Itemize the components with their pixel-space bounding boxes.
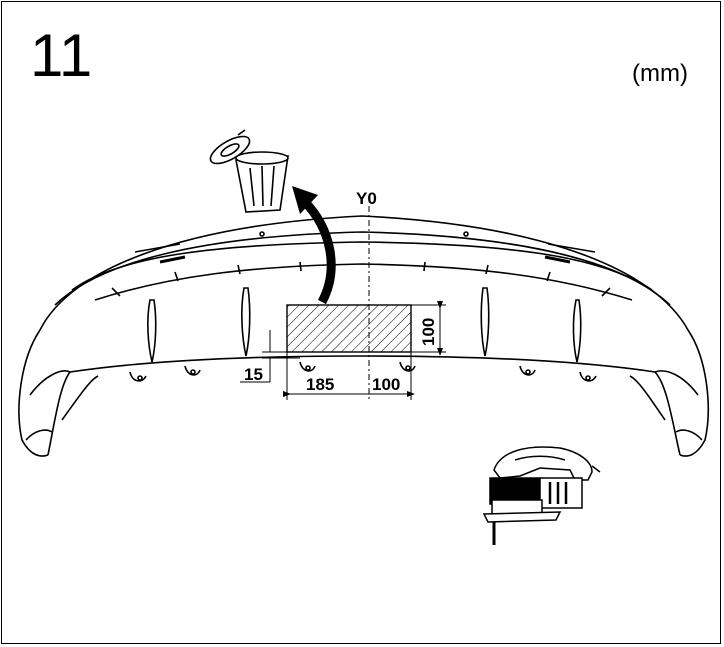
removal-arrow: [292, 186, 336, 305]
dimension-lines: [240, 301, 446, 400]
unit-label: (mm): [632, 60, 688, 87]
y0-label: Y0: [356, 189, 377, 208]
dimension-label-185: 185: [306, 375, 334, 394]
dimension-label-100-vertical: 100: [419, 318, 438, 346]
cutout-area: [286, 304, 412, 353]
jigsaw-icon: [482, 446, 601, 545]
dimension-label-100-horizontal: 100: [372, 375, 400, 394]
dimension-label-15: 15: [244, 365, 263, 384]
step-number: 11: [30, 22, 93, 89]
bumper-cover: [18, 215, 709, 457]
trash-bin-icon: [209, 129, 289, 213]
